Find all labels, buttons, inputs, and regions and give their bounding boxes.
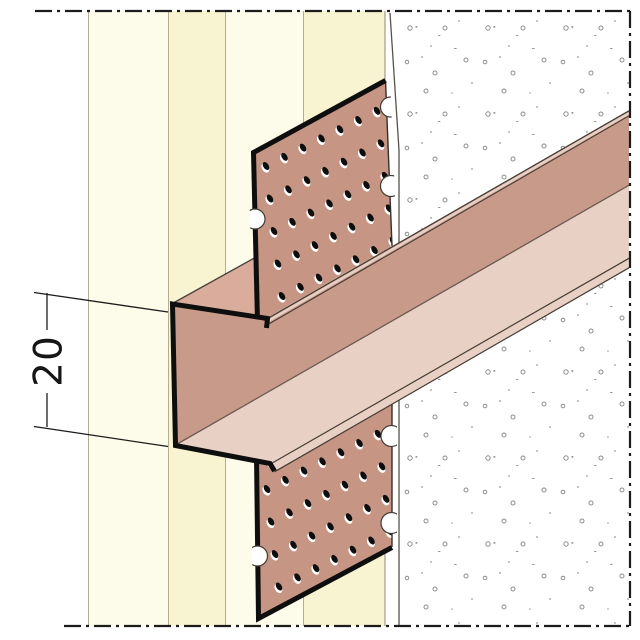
channel-bottom-hem-strip <box>270 258 629 472</box>
channel-top-face-edge <box>171 255 259 305</box>
channel-inner-lower-face <box>175 185 629 464</box>
channel-top-silhouette-line-1 <box>266 110 630 320</box>
channel-top-edge-highlight <box>267 112 630 323</box>
flange-top-perforations <box>261 106 392 303</box>
channel-inner-fold-line <box>175 184 630 446</box>
substrate-boundary-line <box>389 12 400 625</box>
section-boundary-lines <box>35 9 633 628</box>
flange-bottom-thick-edges <box>254 455 394 623</box>
dimension-extension-line-bottom <box>33 425 169 448</box>
dimension-annotation: 20 <box>27 291 169 448</box>
channel-top-silhouette-line-2 <box>269 115 630 325</box>
channel-bottom-hem-line-1 <box>270 257 630 465</box>
layer-band <box>88 11 168 626</box>
channel-top-face-fill <box>171 256 268 319</box>
channel-cut-section-outline <box>169 301 277 473</box>
flange-top-thick-edges <box>250 78 387 323</box>
flange-bottom-scallops <box>251 424 397 567</box>
channel-inner-upper-face <box>173 111 629 445</box>
channel-profile <box>169 110 630 473</box>
channel-bottom-hem-line-2 <box>274 267 630 473</box>
channel-top-face <box>171 255 268 319</box>
dimension-extension-line-top <box>33 291 169 313</box>
dimension-label: 20 <box>27 335 72 387</box>
perforated-flange-top <box>248 78 397 323</box>
